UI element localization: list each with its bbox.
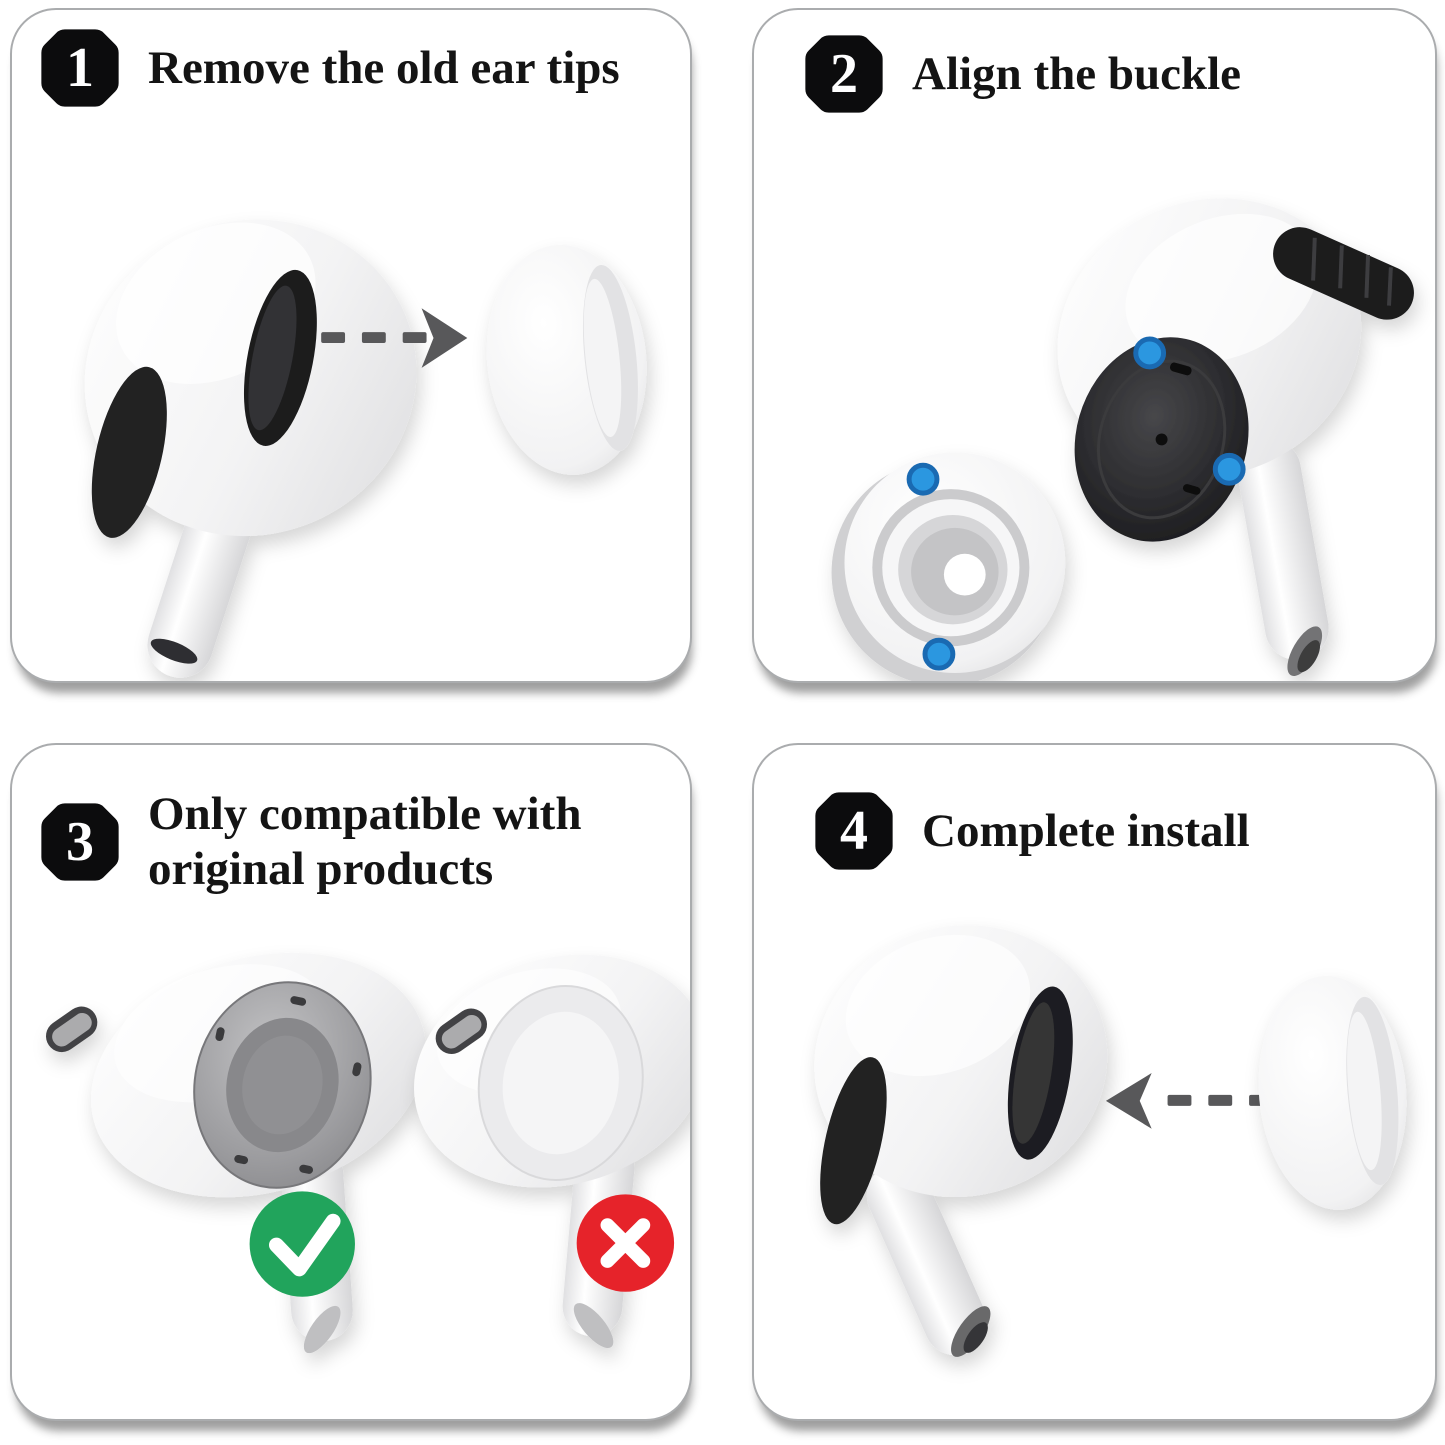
earbud-illustration (84, 219, 417, 678)
alignment-dot-icon (1212, 452, 1246, 486)
removable-speaker (193, 981, 372, 1189)
side-sensor (820, 1057, 887, 1225)
step-4-illustration (814, 925, 1407, 1357)
step-4-title: Complete install (922, 804, 1250, 857)
step-2-illustration (831, 198, 1414, 681)
octagon-badge-icon (41, 29, 119, 107)
non-genuine-earbud-illustration (414, 954, 690, 1349)
side-vent (45, 1006, 98, 1053)
side-vent (435, 1008, 488, 1055)
ear-tip-back-illustration (831, 452, 1066, 681)
top-vent (1273, 227, 1414, 320)
panel-step-1: 1 Remove the old ear tips (10, 8, 692, 683)
ear-tip-illustration (486, 244, 647, 475)
octagon-badge-icon (805, 35, 883, 113)
alignment-dot-icon (1133, 336, 1167, 370)
step-4-header: 4 Complete install (812, 789, 1250, 873)
panel-step-4: 4 Complete install (752, 743, 1437, 1421)
dashed-arrow-right-icon (321, 308, 468, 368)
step-1-badge: 1 (38, 26, 122, 110)
panel-step-2: 2 Align the buckle (752, 8, 1437, 683)
step-number: 1 (66, 37, 94, 99)
ear-tip-illustration (1258, 975, 1407, 1210)
step-3-header: 3 Only compatible with original products (38, 787, 581, 897)
alignment-dot-icon (922, 637, 956, 671)
fixed-speaker (477, 985, 644, 1181)
step-1-title: Remove the old ear tips (148, 41, 620, 94)
step-2-badge: 2 (802, 32, 886, 116)
dashed-arrow-left-icon (1105, 1073, 1273, 1129)
panel-step-3: 3 Only compatible with original products (10, 743, 692, 1421)
step-number: 4 (840, 800, 868, 862)
earbud-illustration (1057, 198, 1414, 677)
octagon-badge-icon (815, 792, 893, 870)
step-number: 3 (66, 810, 94, 873)
step-2-title: Align the buckle (912, 47, 1242, 100)
genuine-earbud-illustration (45, 952, 427, 1354)
alignment-dot-icon (906, 462, 940, 496)
step-number: 2 (830, 43, 858, 105)
cross-circle-icon (576, 1194, 675, 1292)
step-1-illustration (84, 219, 647, 678)
step-3-badge: 3 (38, 800, 122, 884)
step-3-title: Only compatible with original products (148, 788, 582, 895)
check-circle-icon (249, 1191, 355, 1297)
step-1-header: 1 Remove the old ear tips (38, 26, 620, 110)
step-2-header: 2 Align the buckle (802, 32, 1241, 116)
step-3-illustration (45, 952, 690, 1354)
octagon-badge-icon (41, 803, 119, 881)
earbud-illustration (814, 925, 1108, 1357)
side-sensor (91, 366, 167, 538)
step-4-badge: 4 (812, 789, 896, 873)
